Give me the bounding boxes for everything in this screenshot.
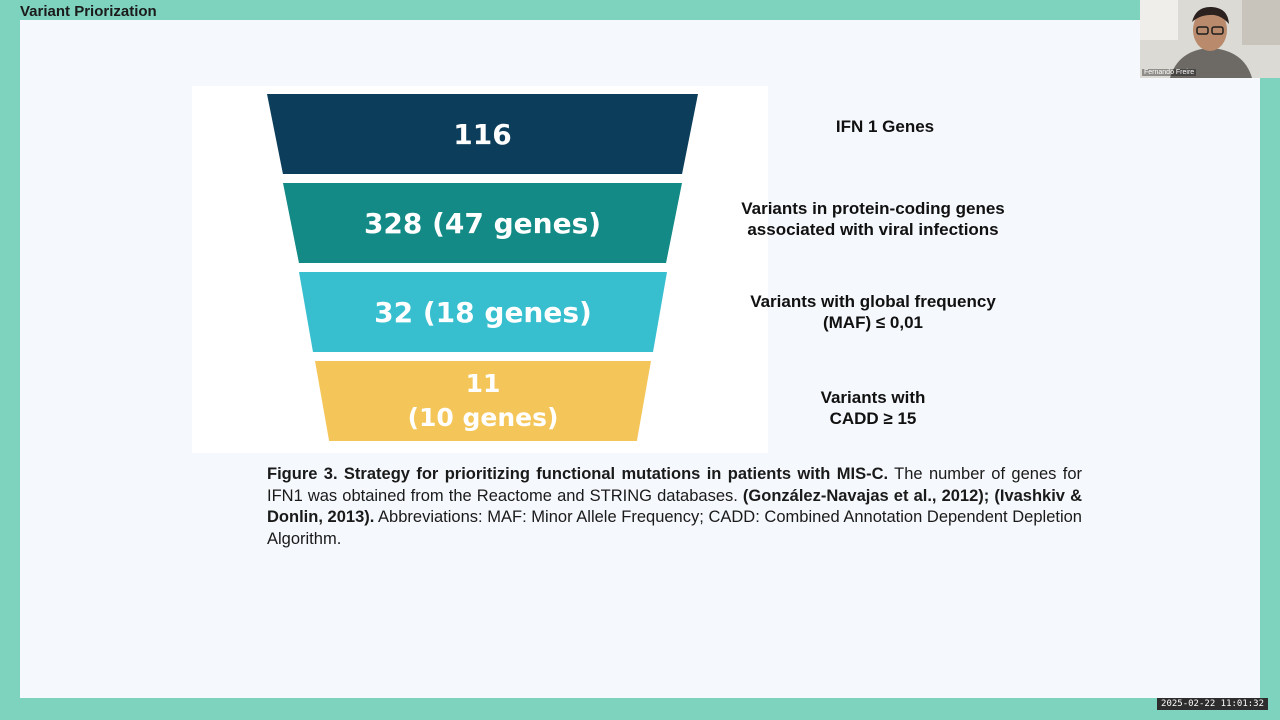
figure-caption: Figure 3. Strategy for prioritizing func… <box>267 464 1082 550</box>
funnel-stage-2: 328 (47 genes) <box>283 183 682 263</box>
funnel-stage-2-label: Variants in protein-coding genes associa… <box>741 199 1005 239</box>
caption-text-2: Abbreviations: MAF: Minor Allele Frequen… <box>267 508 1082 548</box>
funnel-stage-1-label: IFN 1 Genes <box>835 117 935 136</box>
funnel-stage-1-value: 116 <box>453 117 512 151</box>
webcam-thumbnail[interactable]: Fernando Freire <box>1140 0 1280 78</box>
caption-citations: (González-Navajas et al., 2012); (Ivashk… <box>267 486 1082 527</box>
funnel-stage-4: 11 (10 genes) <box>315 361 651 441</box>
caption-title: Figure 3. Strategy for prioritizing func… <box>267 465 889 483</box>
caption-text-1: The number of genes for IFN1 was obtaine… <box>267 465 1082 505</box>
funnel-stage-3: 32 (18 genes) <box>299 272 667 352</box>
funnel-stage-3-value: 32 (18 genes) <box>374 295 592 329</box>
webcam-person-image <box>1140 0 1280 78</box>
funnel-stage-4-value-line-2: (10 genes) <box>407 403 559 432</box>
funnel-stage-1: 116 <box>267 94 698 174</box>
funnel-stage-3-label: Variants with global frequency (MAF) ≤ 0… <box>750 292 996 332</box>
webcam-participant-name: Fernando Freire <box>1142 69 1197 76</box>
funnel-stage-4-label: Variants with CADD ≥ 15 <box>820 388 926 428</box>
funnel-stage-4-value-line-1: 11 <box>465 369 501 399</box>
header-title: Variant Priorization <box>20 3 157 20</box>
funnel-stage-2-value: 328 (47 genes) <box>363 206 602 240</box>
timestamp: 2025-02-22 11:01:32 <box>1157 698 1268 710</box>
